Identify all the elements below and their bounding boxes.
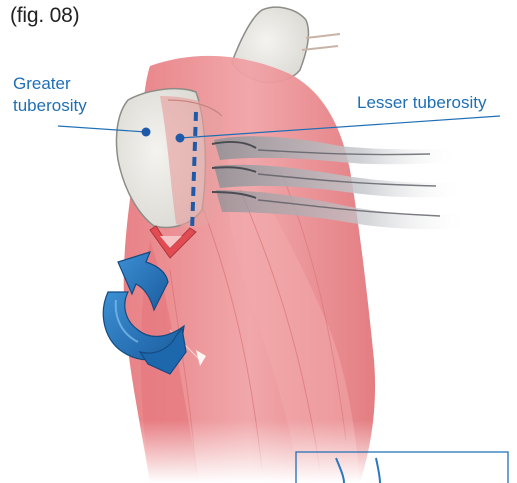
greater-tuberosity-marker-dot	[142, 128, 151, 137]
lesser-tuberosity-marker-dot	[176, 134, 185, 143]
